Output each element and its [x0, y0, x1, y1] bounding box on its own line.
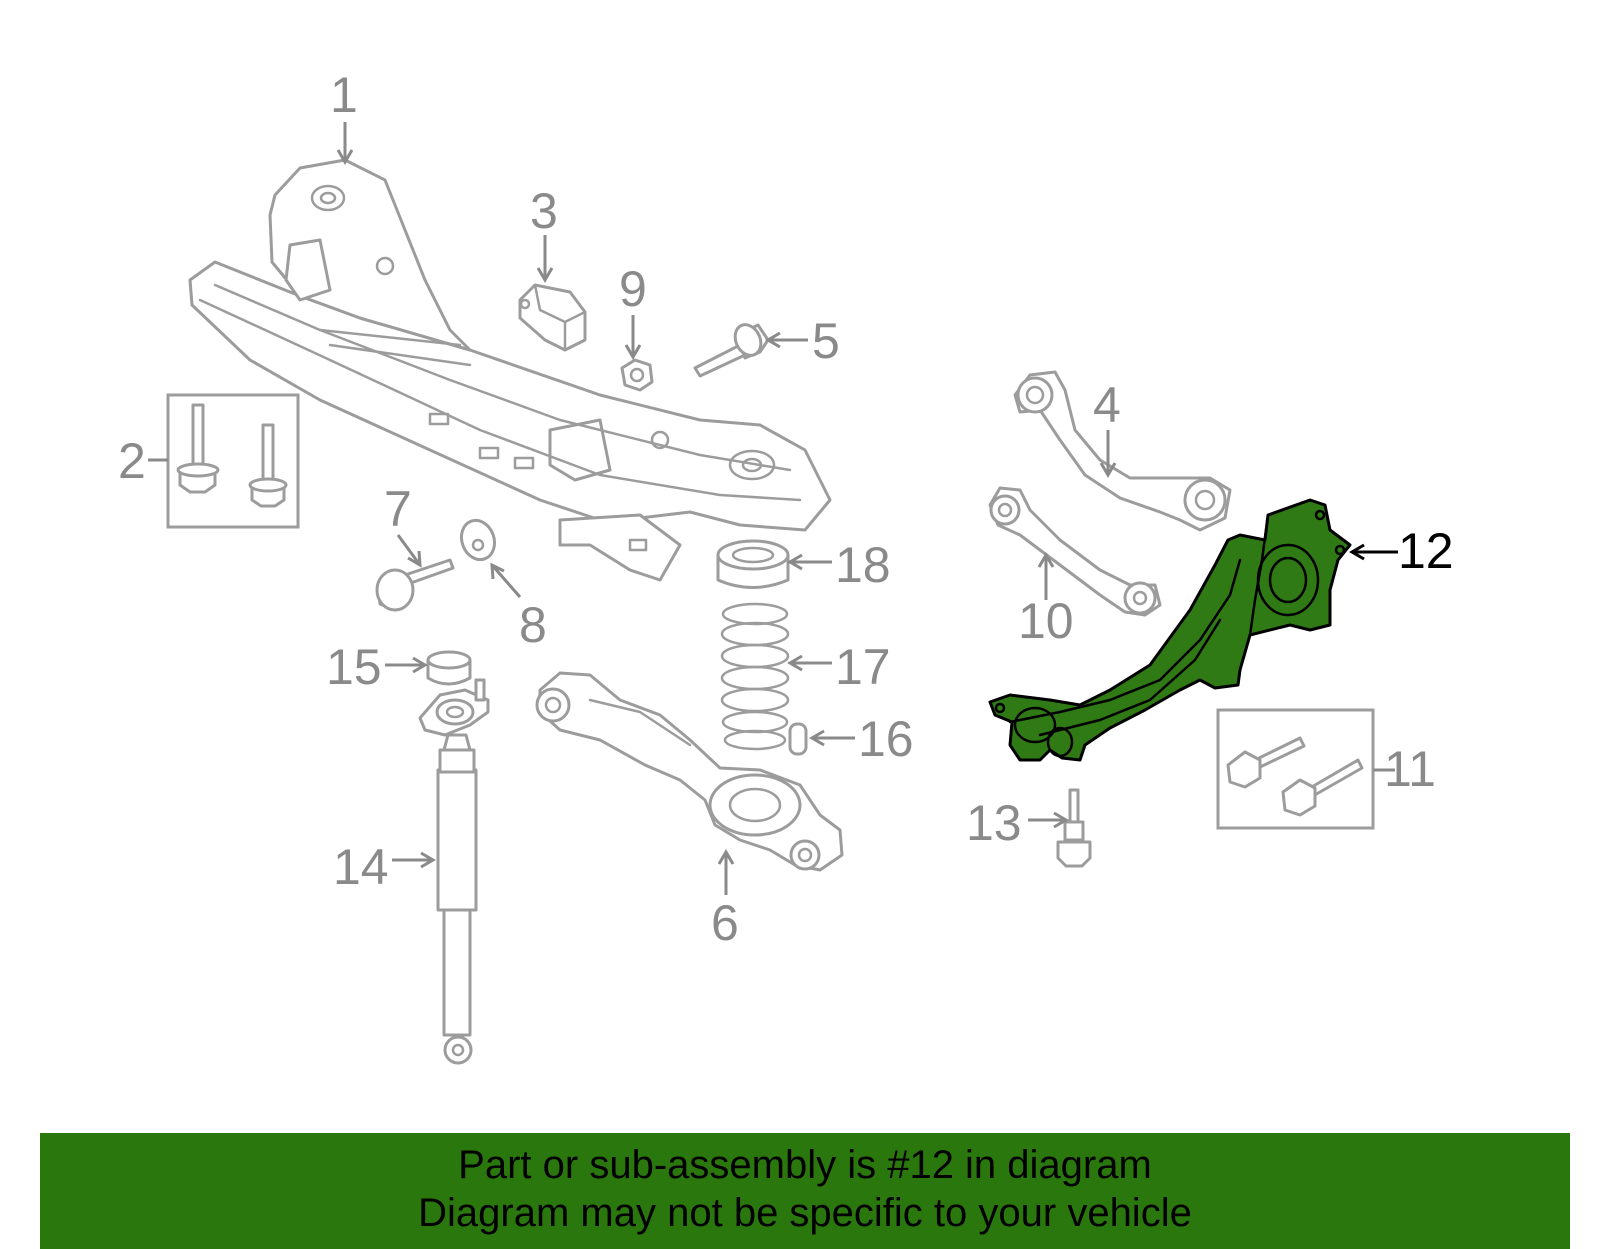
callout-6: 6: [711, 895, 739, 951]
callout-1: 1: [330, 67, 358, 123]
callout-15: 15: [326, 639, 382, 695]
callout-5: 5: [812, 313, 840, 369]
leader-lines: [148, 122, 1398, 895]
part-6-lower-arm[interactable]: [535, 671, 844, 872]
part-15-bump-stop[interactable]: [426, 650, 472, 686]
part-4-upper-arm[interactable]: [1013, 370, 1232, 532]
callout-10: 10: [1018, 593, 1074, 649]
callout-11: 11: [1384, 741, 1436, 797]
part-3-bracket[interactable]: [518, 283, 587, 352]
part-7-bolt[interactable]: [375, 558, 455, 612]
part-9-nut[interactable]: [620, 358, 654, 392]
part-13-bolt[interactable]: [1056, 788, 1092, 868]
part-1-subframe[interactable]: [188, 158, 832, 582]
callout-labels: 1 2 3 4 5 6 7 8 9 10 11 12 13 14 15 16 1…: [118, 67, 1454, 951]
part-11-bolts[interactable]: [1216, 708, 1375, 830]
callout-8: 8: [519, 597, 547, 653]
callout-16: 16: [858, 711, 914, 767]
part-18-spring-seat[interactable]: [716, 539, 790, 589]
part-10-lateral-link[interactable]: [988, 486, 1162, 617]
callout-9: 9: [619, 261, 647, 317]
callout-17: 17: [835, 639, 891, 695]
banner-line-2: Diagram may not be specific to your vehi…: [418, 1191, 1192, 1235]
callout-7: 7: [384, 481, 412, 537]
banner-line-1: Part or sub-assembly is #12 in diagram: [458, 1143, 1152, 1187]
part-17-coil-spring[interactable]: [720, 602, 790, 751]
callout-14: 14: [333, 839, 389, 895]
callout-3: 3: [530, 183, 558, 239]
part-8-washer[interactable]: [456, 516, 500, 565]
part-5-bolt[interactable]: [693, 320, 770, 378]
callout-13: 13: [966, 795, 1022, 851]
part-12-trailing-arm[interactable]: [988, 498, 1352, 762]
callout-2: 2: [118, 433, 146, 489]
callout-18: 18: [835, 537, 891, 593]
callout-12: 12: [1398, 523, 1454, 579]
part-16-insulator[interactable]: [788, 722, 808, 756]
part-14-shock-absorber[interactable]: [418, 678, 490, 1065]
part-2-box: [166, 393, 300, 529]
callout-4: 4: [1093, 377, 1121, 433]
info-banner: Part or sub-assembly is #12 in diagram D…: [40, 1133, 1570, 1249]
part-2-bolts[interactable]: [166, 393, 300, 529]
